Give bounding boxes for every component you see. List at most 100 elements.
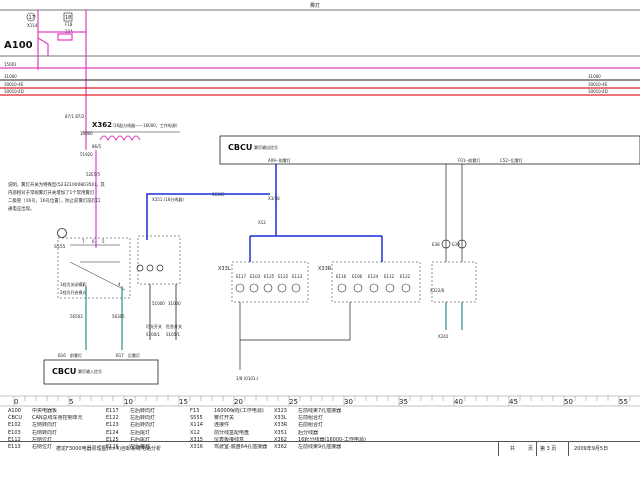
- ground-wiring: [239, 302, 351, 370]
- legend-code: E123: [106, 422, 119, 429]
- relay-wire2: 51920: [80, 152, 93, 157]
- legend-code: X362: [274, 444, 287, 451]
- legend-desc: 右侧转向灯: [32, 429, 58, 436]
- footer-divider: [498, 442, 499, 456]
- lamp-left-5: E113: [292, 274, 303, 279]
- legend-code: E113: [8, 444, 21, 451]
- fuse-17-id: 17: [29, 15, 35, 21]
- lamp-left-3: E125: [264, 274, 275, 279]
- legend-code: E125: [106, 436, 119, 443]
- cbcu-bottom-lbl2: 后雾灯: [128, 352, 140, 358]
- legend-code: X114: [190, 422, 203, 429]
- lamp-right-4: E112: [384, 274, 395, 279]
- legend-code: S555: [190, 415, 203, 422]
- lamp-right-2: E106: [352, 274, 363, 279]
- fuse-18-name: F18: [65, 22, 73, 27]
- note: 说明，雾灯开关为特殊型(5232100080350)，其 内部相对于常规雾灯开关…: [8, 181, 105, 212]
- legend-desc: 后分线器: [298, 429, 319, 436]
- scale-tick-label: 45: [509, 398, 518, 406]
- ground-label: 1/8 (0101-): [236, 376, 259, 381]
- rail-31000-label: 31000: [4, 74, 17, 79]
- legend-desc: 前分线盒配电盘: [214, 429, 250, 436]
- x242-label: X242: [438, 334, 449, 339]
- legend-code: X33L: [274, 415, 287, 422]
- legend-desc: 16000保险(工作电源): [214, 408, 264, 414]
- mid-l2: 危急开关: [166, 323, 182, 329]
- switch-pin-6: 6: [92, 239, 95, 244]
- cbcu-top-b: F01--前雾灯: [458, 157, 480, 163]
- lamp-right-5: E122: [400, 274, 411, 279]
- relay-lower: 86/5: [92, 144, 101, 149]
- cbcu-bottom-lbl1: 前雾灯: [70, 352, 82, 358]
- e39-label: E39: [452, 242, 460, 247]
- scale-tick-label: 50: [564, 398, 573, 406]
- footer: 德龙F3000电器原理图(6×4)自卸系统电路分析 共 页 第 3 页 2009…: [0, 441, 640, 456]
- switch-pin-4: 4: [118, 282, 121, 287]
- rear-fog: E38 E39 X322/6 X242: [430, 164, 477, 339]
- mid-w2: 31000: [168, 301, 181, 306]
- scale-tick-label: 40: [454, 398, 463, 406]
- note-line-4: 通电应出现。: [8, 205, 34, 212]
- mid-l3: S100/1: [146, 332, 161, 337]
- legend-desc: 右侧位灯: [32, 444, 53, 451]
- fuse-17-name: X114: [27, 23, 38, 28]
- legend-desc: 左侧位灯: [32, 436, 53, 443]
- legend-desc: CAN总线车身控制单元: [32, 415, 83, 422]
- relay-pins: 87/1 87/2: [65, 114, 85, 119]
- scale: [0, 395, 640, 407]
- lamp-left-4: E122: [278, 274, 289, 279]
- scale-tick-label: 55: [619, 398, 628, 406]
- note-line-2: 内部相对于常规雾灯开关增加了1个常用雾灯: [8, 189, 95, 196]
- rail-15001-label: 15001: [4, 62, 17, 67]
- legend-code: X315: [190, 436, 203, 443]
- fuse-17: 17 X114: [26, 12, 38, 28]
- relay-desc: （16起分线器——16000，工作电源）: [110, 122, 180, 128]
- rail-30010-4d-label-right: 30010-4D: [588, 89, 608, 94]
- lamp-block-left-name: X33L: [218, 266, 231, 272]
- middle-connector: X351 (16分线器) 56305 51000 31000 灯光开关 危急开关…: [136, 192, 270, 340]
- front-feed: [249, 164, 383, 262]
- note-line-3: 二极管（16号，16号位置），防止前雾灯前灯口: [8, 197, 100, 204]
- legend-desc: 左后转向灯: [130, 415, 156, 422]
- footer-title: 德龙F3000电器原理图(6×4)自卸系统电路分析: [56, 446, 162, 452]
- relay-wire: 16000: [80, 131, 93, 136]
- legend-desc: 连接件: [214, 422, 230, 429]
- scale-tick-label: 0: [14, 398, 18, 406]
- mid-l4: S105/1: [166, 332, 181, 337]
- legend-desc: 左后尾灯: [130, 429, 151, 436]
- cbcu-bottom-sub: 雾灯输入信号: [78, 368, 102, 374]
- legend-code: X316: [190, 444, 203, 451]
- lamp-left-1: E117: [236, 274, 247, 279]
- lamp-block-left: X33L E117 E103 E125 E122 E113: [218, 261, 309, 303]
- switch-wire-2: 56305: [112, 314, 125, 319]
- legend-desc: 中央电器板: [32, 408, 58, 414]
- lamp-block-right-name: X33R: [318, 266, 332, 272]
- legend-desc: 左前组合灯: [298, 415, 324, 422]
- legend-desc: 右前组合灯: [298, 422, 324, 429]
- switch-teal-wires: [85, 286, 123, 350]
- legend-code: E102: [8, 422, 21, 429]
- legend-code: CBCU: [8, 415, 22, 422]
- legend-code: A100: [8, 408, 21, 414]
- switch-pin-1: 1: [82, 282, 85, 287]
- legend-desc: 右后尾灯: [130, 436, 151, 443]
- relay-coil: [82, 131, 180, 142]
- footer-total: 共: [510, 446, 516, 452]
- legend-code: E122: [106, 415, 119, 422]
- switch-pin-5: 5: [102, 239, 105, 244]
- scale-tick-label: 5: [69, 398, 73, 406]
- legend-code: X33R: [274, 422, 288, 429]
- footer-sheet: 第 3 页: [540, 446, 557, 452]
- switch-wire-1: 56503: [70, 314, 83, 319]
- cbcu-top-c: C52--后雾灯: [500, 157, 523, 163]
- lamp-block-right: X33R E116 E106 E124 E112 E122: [318, 261, 421, 303]
- cbcu-top-sub: 雾灯输出信号: [254, 144, 278, 150]
- legend-desc: 左前线束7孔插接器: [298, 408, 342, 414]
- legend-desc: 驾驶室-底盘64孔插接器: [214, 444, 268, 451]
- cbcu-bottom-name: CBCU: [52, 367, 76, 376]
- module-a100-label: A100: [4, 40, 33, 51]
